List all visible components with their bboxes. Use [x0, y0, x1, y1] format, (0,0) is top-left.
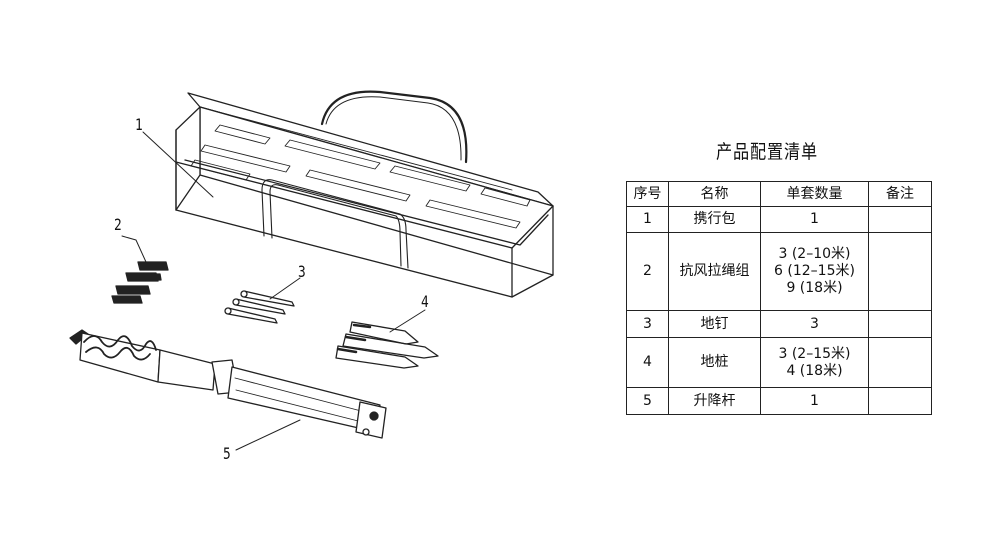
row-qty: 3 — [760, 310, 869, 338]
case-compartments — [190, 124, 531, 229]
row-qty: 1 — [760, 387, 869, 415]
parts-list-title: 产品配置清单 — [716, 141, 819, 163]
row-no: 4 — [626, 337, 669, 388]
leader-1 — [142, 131, 214, 198]
carrying-case — [175, 90, 554, 298]
callout-1: 1 — [135, 115, 143, 134]
header-no: 序号 — [626, 181, 669, 207]
header-qty: 单套数量 — [760, 181, 869, 207]
row-qty: 1 — [760, 206, 869, 233]
case-handle — [320, 90, 468, 164]
guy-rope-set — [111, 261, 169, 304]
leader-5 — [235, 419, 301, 451]
leader-2 — [121, 235, 147, 263]
callout-3: 3 — [298, 262, 306, 281]
parts-list-table: 序号 名称 单套数量 备注 1 携行包 1 2 抗风拉绳组 3 (2–10米) … — [626, 181, 932, 415]
header-name: 名称 — [668, 181, 761, 207]
row-no: 5 — [626, 387, 669, 415]
ground-nails — [224, 290, 295, 324]
row-no: 2 — [626, 232, 669, 311]
row-no: 1 — [626, 206, 669, 233]
table-row: 3 地钉 3 — [626, 310, 932, 338]
lifting-mast — [69, 329, 387, 439]
row-note — [868, 232, 932, 311]
row-note — [868, 337, 932, 388]
row-name: 地桩 — [668, 337, 761, 388]
row-qty: 3 (2–15米) 4 (18米) — [760, 337, 869, 388]
table-row: 5 升降杆 1 — [626, 387, 932, 415]
leader-lines — [121, 131, 426, 451]
row-qty: 3 (2–10米) 6 (12–15米) 9 (18米) — [760, 232, 869, 311]
callout-4: 4 — [421, 292, 429, 311]
leader-3 — [269, 277, 301, 300]
table-row: 2 抗风拉绳组 3 (2–10米) 6 (12–15米) 9 (18米) — [626, 232, 932, 311]
row-no: 3 — [626, 310, 669, 338]
case-strap — [261, 179, 409, 269]
row-name: 携行包 — [668, 206, 761, 233]
header-note: 备注 — [868, 181, 932, 207]
row-name: 地钉 — [668, 310, 761, 338]
row-note — [868, 310, 932, 338]
row-name: 升降杆 — [668, 387, 761, 415]
row-note — [868, 206, 932, 233]
row-name: 抗风拉绳组 — [668, 232, 761, 311]
callout-5: 5 — [223, 444, 231, 463]
row-note — [868, 387, 932, 415]
table-row: 1 携行包 1 — [626, 206, 932, 233]
callout-2: 2 — [114, 215, 122, 234]
table-row: 4 地桩 3 (2–15米) 4 (18米) — [626, 337, 932, 388]
leader-4 — [389, 309, 426, 333]
table-header-row: 序号 名称 单套数量 备注 — [626, 181, 932, 207]
ground-stakes — [335, 321, 439, 369]
